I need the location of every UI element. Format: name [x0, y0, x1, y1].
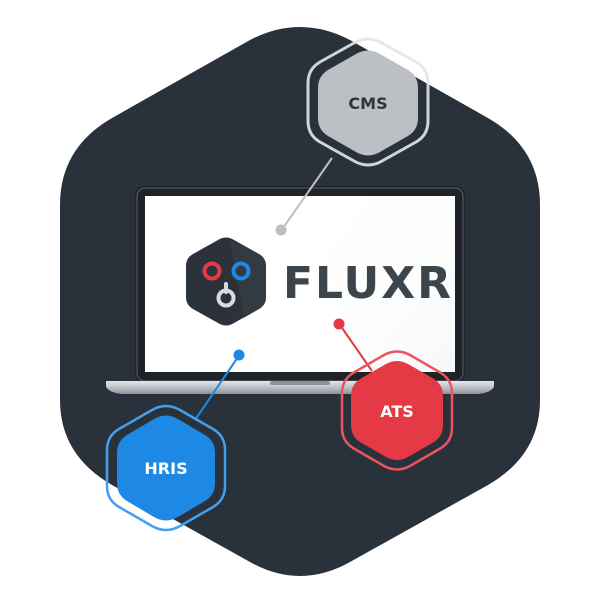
ats-dot [333, 318, 345, 330]
connectors [194, 157, 373, 421]
hris-dot [233, 349, 245, 361]
node-cms: CMS [306, 37, 430, 167]
node-hris-outline [105, 404, 227, 532]
node-ats-outline [340, 350, 454, 471]
cms-connector [282, 157, 333, 229]
node-cms-label: CMS [348, 94, 387, 113]
node-hris-label: HRIS [144, 459, 187, 478]
node-cms-outline [306, 37, 430, 167]
logo-red-ring [202, 261, 222, 281]
node-cms-hexagon [318, 50, 418, 156]
node-ats-label: ATS [380, 402, 414, 421]
node-ats: ATS [340, 350, 454, 471]
node-hris-hexagon [117, 415, 215, 521]
node-hris: HRIS [105, 404, 227, 532]
cms-dot [275, 224, 287, 236]
ats-connector [339, 324, 373, 372]
fluxr-logo: FLUXR [186, 237, 453, 326]
hris-connector [194, 356, 239, 421]
brand-name: FLUXR [283, 258, 453, 309]
logo-blue-ring [231, 261, 251, 281]
node-ats-hexagon [351, 361, 443, 460]
